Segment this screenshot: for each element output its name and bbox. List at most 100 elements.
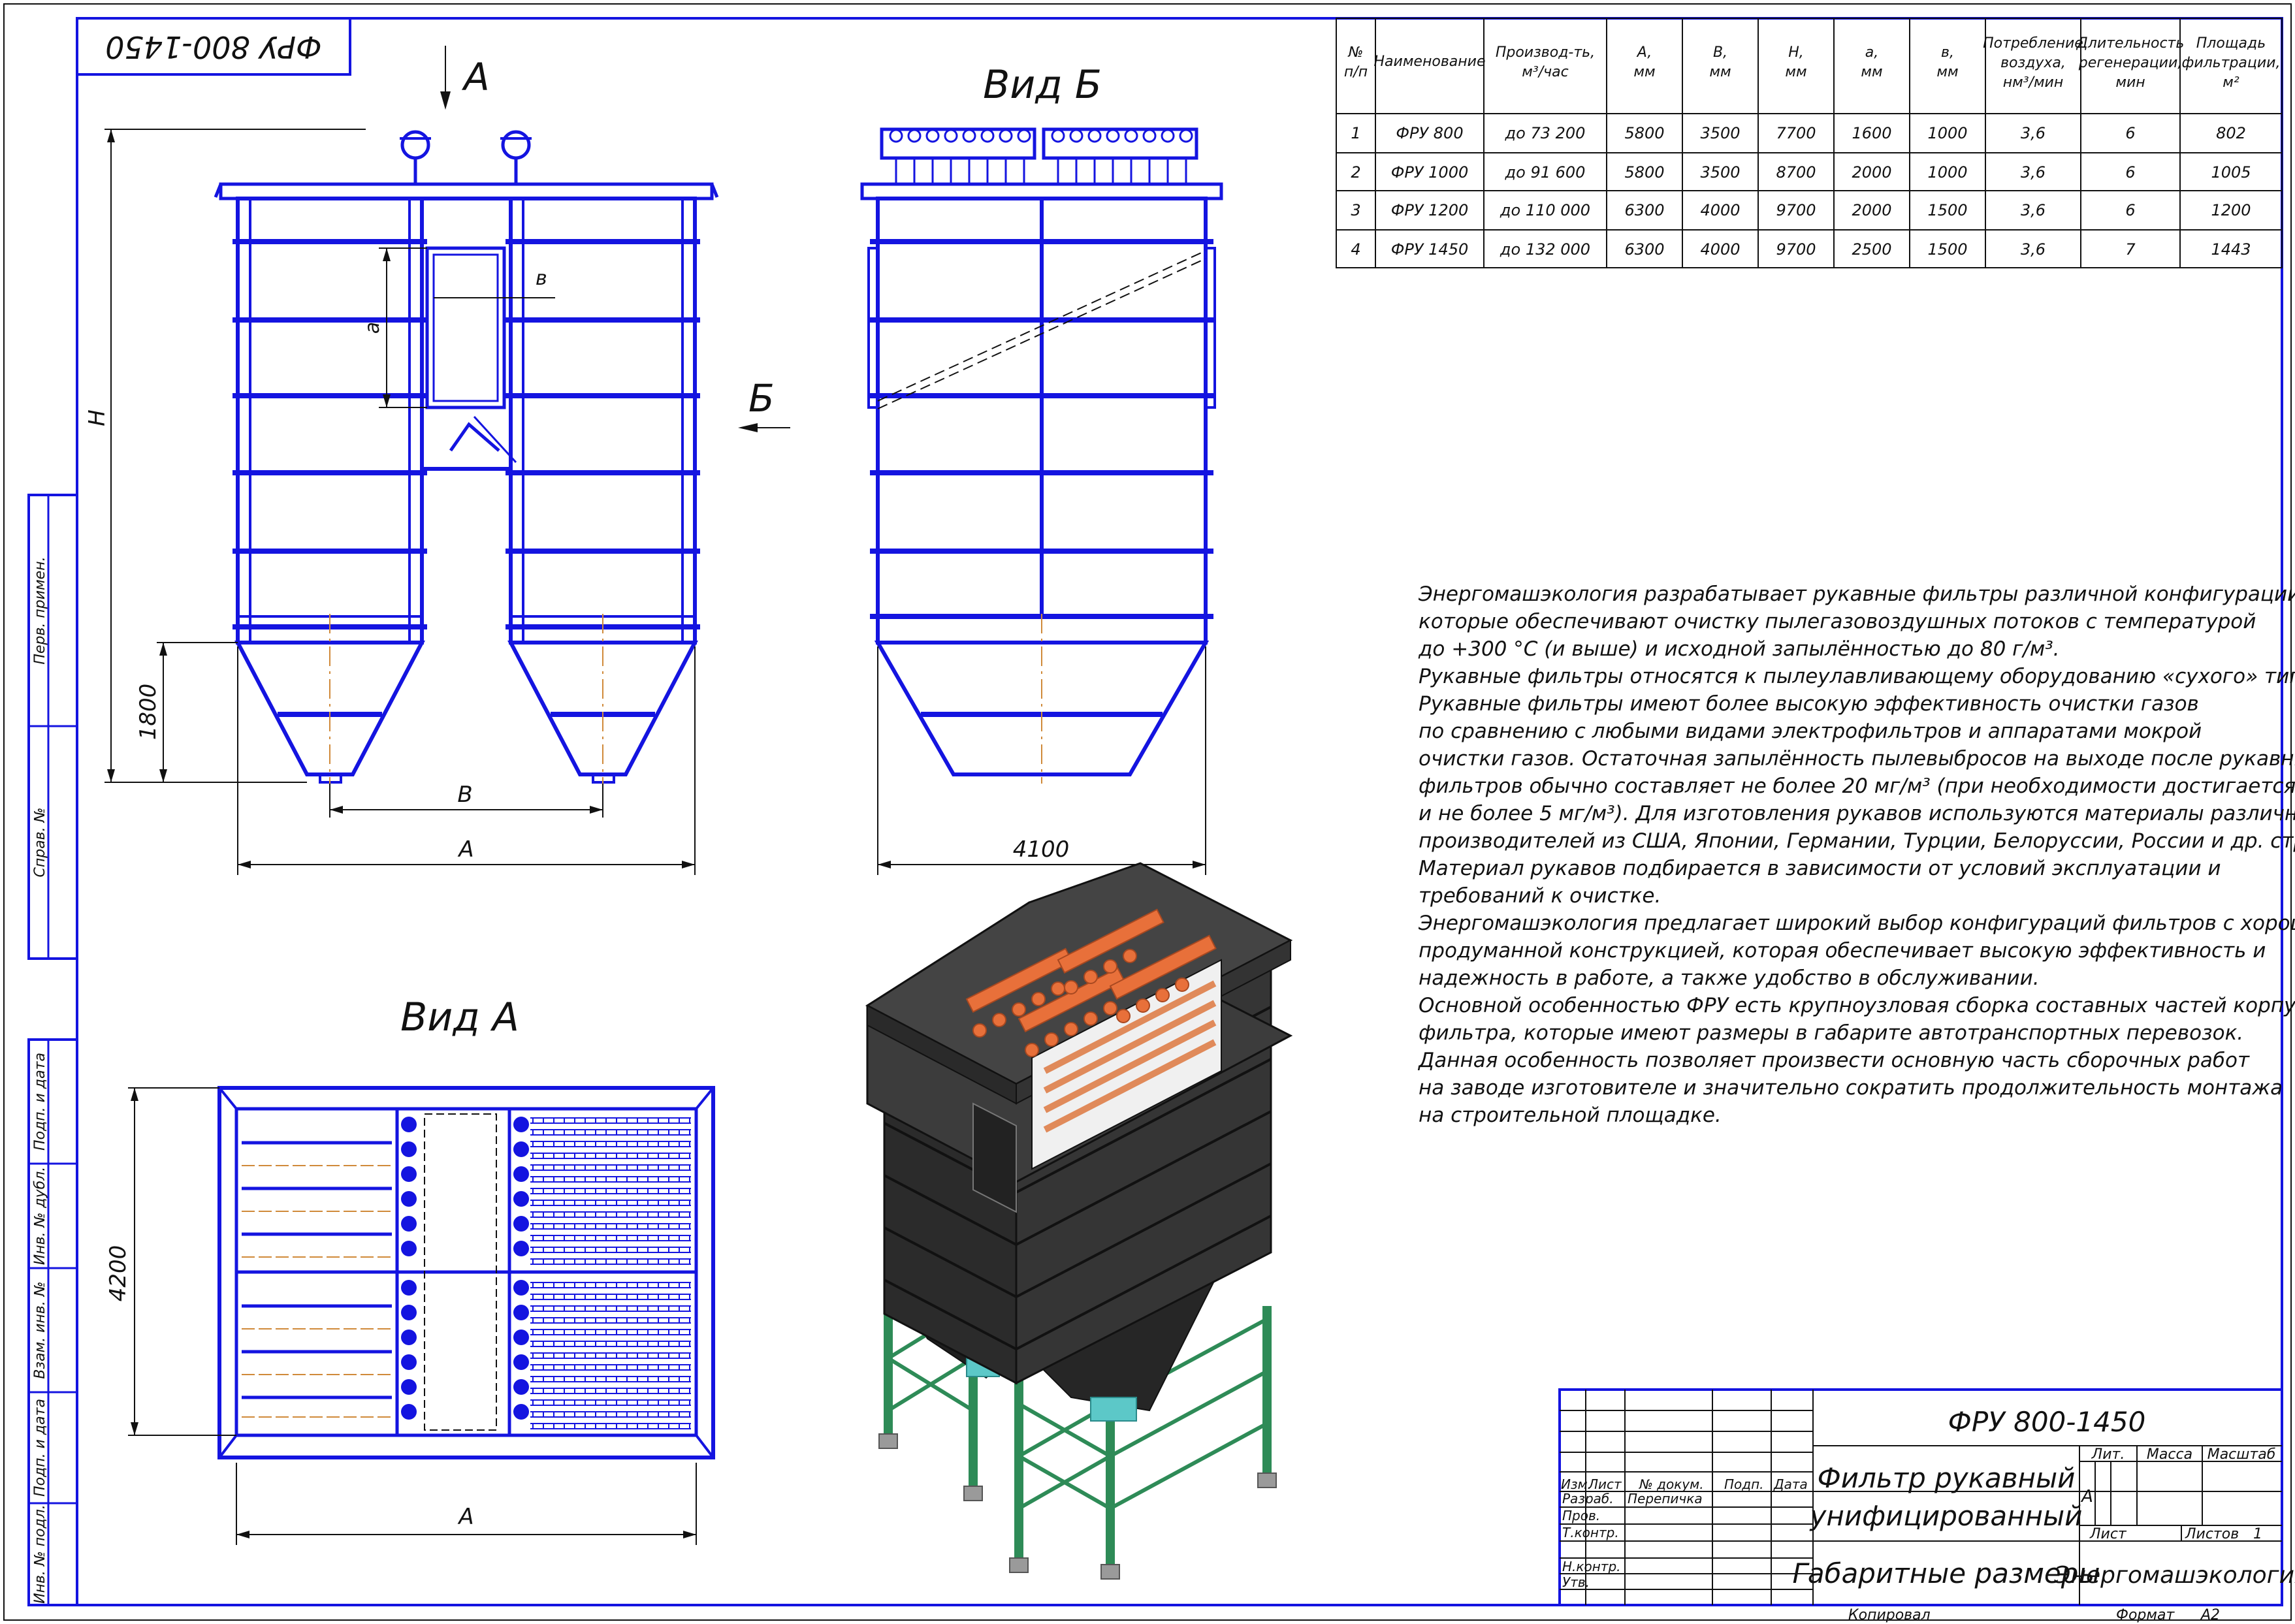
front-dim-b: B [457, 782, 472, 808]
table-cell: 2000 [1852, 201, 1891, 219]
table-cell: до 73 200 [1505, 124, 1586, 142]
table-cell: 1200 [2211, 201, 2251, 219]
tb-sheet: Лист [2089, 1526, 2127, 1542]
table-cell: 2 [1351, 163, 1360, 182]
tb-sheets: Листов [2185, 1526, 2239, 1542]
description-line: Энергомашэкология разрабатывает рукавные… [1418, 582, 2295, 606]
tb-row-prov: Пров. [1562, 1508, 1600, 1523]
description-line: Основной особенностью ФРУ есть крупноузл… [1419, 994, 2295, 1017]
tb-col-doc: № докум. [1639, 1476, 1704, 1492]
table-cell: 4000 [1700, 240, 1740, 259]
stamp-vzam-inv: Взам. инв. № [32, 1281, 48, 1378]
table-cell: 5800 [1624, 163, 1664, 182]
table-cell: 1500 [1927, 240, 1967, 259]
table-cell: 6 [2125, 124, 2135, 142]
table-cell: 1000 [1927, 124, 1967, 142]
table-cell: до 110 000 [1500, 201, 1590, 219]
table-cell: 802 [2216, 124, 2246, 142]
description-line: Материал рукавов подбирается в зависимос… [1419, 857, 2221, 880]
table-cell: 3,6 [2021, 124, 2046, 142]
tb-col-date: Дата [1773, 1476, 1808, 1492]
table-header-cell: в,мм [1936, 44, 1958, 80]
description-line: производителей из США, Японии, Германии,… [1419, 829, 2295, 853]
plan-dim-4200: 4200 [105, 1245, 131, 1302]
front-arrow-b-label: Б [748, 376, 775, 421]
front-dim-h: H [84, 409, 110, 426]
table-cell: 3,6 [2021, 201, 2046, 219]
description-line: Рукавные фильтры имеют более высокую эфф… [1419, 692, 2199, 716]
table-cell: ФРУ 800 [1396, 124, 1463, 142]
tb-masshtab: Масштаб [2207, 1446, 2276, 1463]
tb-designation: ФРУ 800-1450 [1948, 1406, 2146, 1438]
description-line: продуманной конструкцией, которая обеспе… [1419, 939, 2266, 963]
stamp-perv-primen: Перв. примен. [32, 556, 48, 664]
stamp-sprav: Справ. № [32, 807, 48, 877]
description-line: и не более 5 мг/м³). Для изготовления ру… [1419, 802, 2295, 825]
front-dim-a-small: a [361, 322, 384, 334]
table-cell: 3500 [1700, 124, 1740, 142]
table-cell: 9700 [1776, 201, 1816, 219]
table-cell: 2500 [1852, 240, 1891, 259]
description-line: надежность в работе, а также удобство в … [1419, 966, 2040, 990]
table-header-cell: Наименование [1374, 54, 1486, 70]
front-view: А [84, 46, 790, 875]
pressure-gauge-1 [400, 130, 431, 184]
side-view-title: Вид Б [983, 62, 1102, 108]
table-cell: ФРУ 1450 [1391, 240, 1468, 259]
table-cell: 8700 [1776, 163, 1816, 182]
tb-format: Формат [2116, 1607, 2175, 1623]
table-cell: 6300 [1624, 201, 1664, 219]
isometric-view [865, 862, 1293, 1580]
description-line: которые обеспечивают очистку пылегазовоз… [1419, 610, 2256, 633]
stamp-inv-dubl: Инв. № дубл. [32, 1167, 48, 1266]
table-cell: до 91 600 [1505, 163, 1586, 182]
table-cell: 4 [1351, 240, 1360, 259]
pressure-gauge-2 [500, 130, 532, 184]
table-cell: 1443 [2211, 240, 2251, 259]
table-header-cell: B,мм [1709, 44, 1731, 80]
top-stamp-text: ФРУ 800-1450 [105, 29, 321, 65]
tb-lit: Лит. [2091, 1446, 2125, 1463]
table-cell: 3,6 [2021, 163, 2046, 182]
description-line: Энергомашэкология предлагает широкий выб… [1418, 912, 2295, 935]
top-stamp: ФРУ 800-1450 [76, 17, 351, 76]
table-cell: 9700 [1776, 240, 1816, 259]
description-line: требований к очистке. [1419, 884, 1661, 908]
description-line: по сравнению с любыми видами электрофиль… [1419, 720, 2202, 743]
description-line: Данная особенность позволяет произвести … [1417, 1049, 2250, 1072]
tb-massa: Масса [2147, 1446, 2192, 1463]
tb-doc-title: Габаритные размеры [1792, 1557, 2100, 1589]
description-line: фильтров обычно составляет не более 20 м… [1419, 774, 2295, 798]
tb-col-list: Лист [1588, 1476, 1622, 1492]
tb-row-nkontr: Н.контр. [1562, 1559, 1621, 1574]
table-cell: 6 [2125, 201, 2135, 219]
outer-border [3, 3, 2292, 1621]
tb-lit-value: А [2080, 1487, 2093, 1506]
table-cell: ФРУ 1200 [1391, 201, 1468, 219]
description-text: Энергомашэкология разрабатывает рукавные… [1417, 582, 2295, 1127]
description-line: до +300 °С (и выше) и исходной запылённо… [1418, 637, 2060, 661]
table-cell: 3 [1351, 201, 1360, 219]
tb-format-value: А2 [2200, 1607, 2220, 1623]
table-cell: 6300 [1624, 240, 1664, 259]
side-view: Вид Б [860, 62, 1223, 875]
description-line: очистки газов. Остаточная запылённость п… [1419, 747, 2295, 771]
tb-col-izm: Изм. [1561, 1476, 1592, 1492]
tb-razrab-name: Перепичка [1628, 1491, 1703, 1506]
tb-name-line2: унифицированный [1809, 1500, 2083, 1532]
table-cell: до 132 000 [1500, 240, 1590, 259]
tb-col-sign: Подп. [1724, 1476, 1764, 1492]
front-dim-a: A [457, 836, 473, 863]
tb-name-line1: Фильтр рукавный [1818, 1462, 2076, 1494]
table-header-cell: H,мм [1785, 44, 1806, 80]
table-header-cell: A,мм [1633, 44, 1655, 80]
stamp-podp-data-2: Подп. и дата [32, 1399, 48, 1497]
table-cell: 2000 [1852, 163, 1891, 182]
front-arrow-a-label: А [461, 55, 490, 99]
tb-company: Энергомашэкология [2053, 1562, 2295, 1589]
